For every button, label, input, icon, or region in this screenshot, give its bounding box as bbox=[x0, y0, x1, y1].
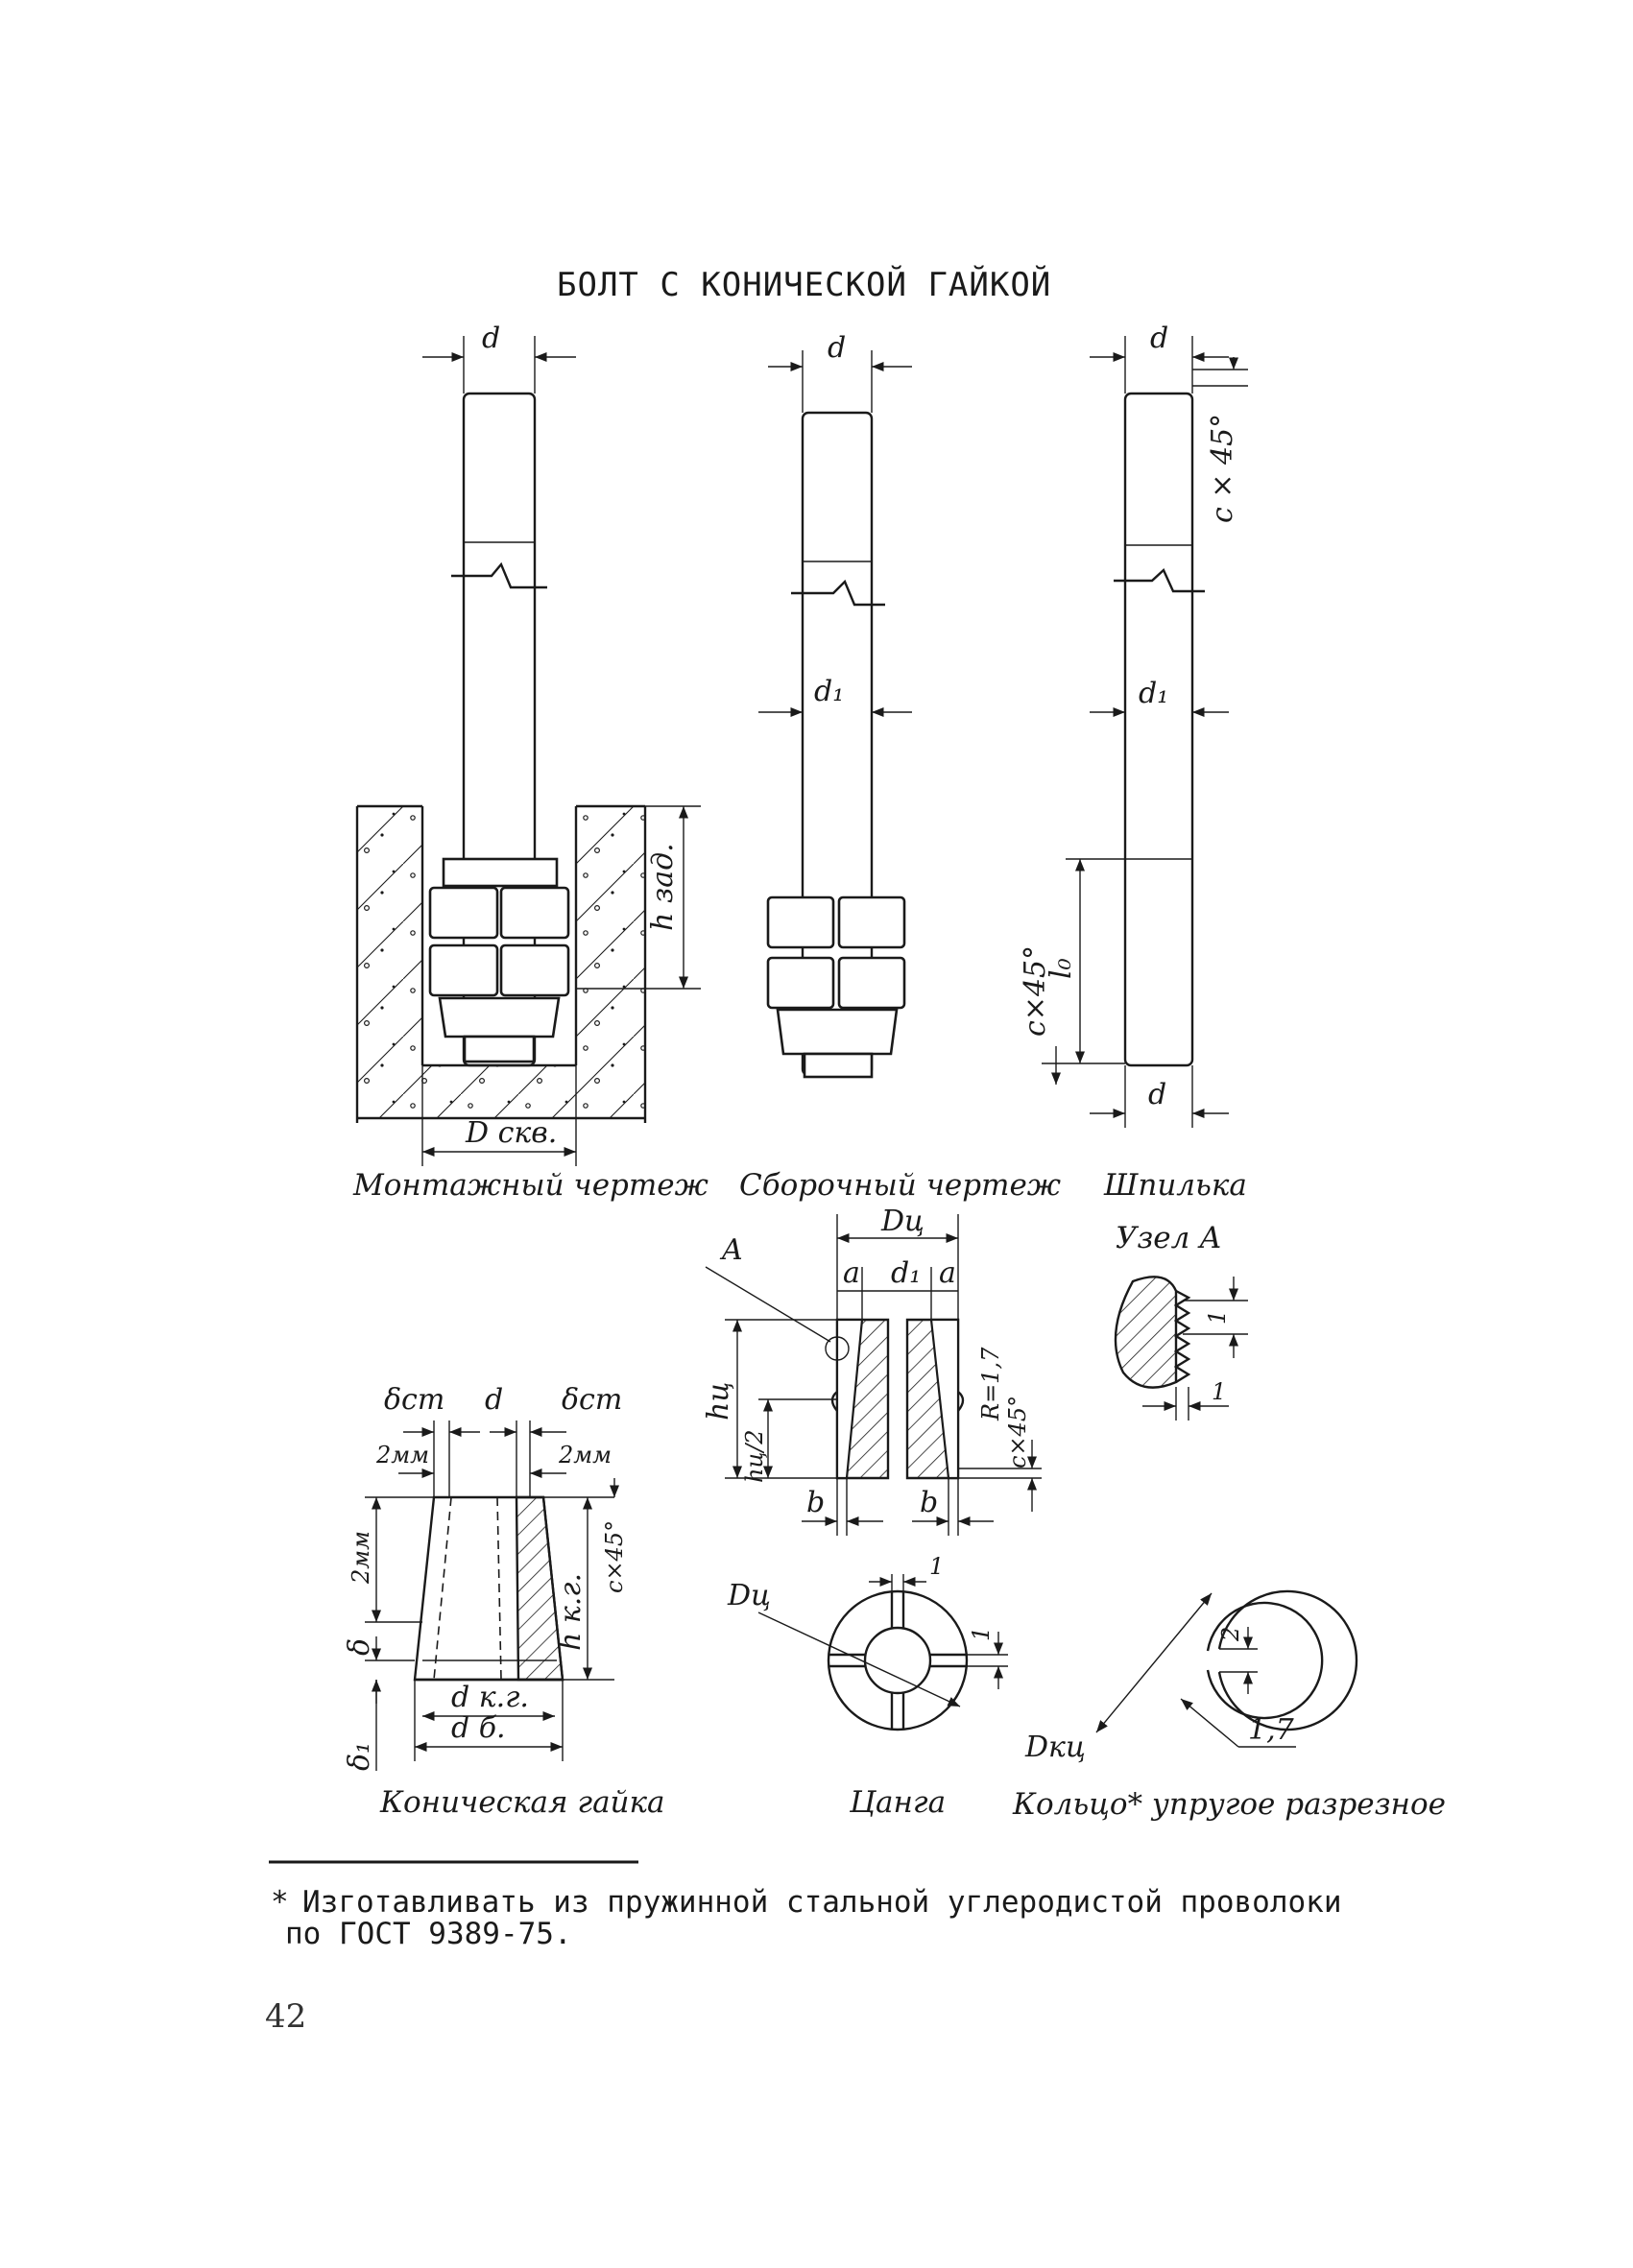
mounting-stud bbox=[451, 392, 547, 1067]
assembly-dim-d: d bbox=[828, 331, 846, 365]
stud-dim-d-bottom: d bbox=[1148, 1078, 1166, 1111]
nut-dim-d: d bbox=[485, 1383, 503, 1417]
collet-plan-caption: Цанга bbox=[849, 1785, 946, 1820]
mounting-dim-h-zad: h зад. bbox=[646, 843, 680, 931]
assembly-drawing: d d₁ Сборочный чертеж bbox=[739, 331, 1061, 1203]
mounting-caption: Монтажный чертеж bbox=[352, 1168, 708, 1203]
collet-label-a: A bbox=[719, 1233, 743, 1267]
node-a-dim-horizontal: 1 bbox=[1212, 1378, 1226, 1405]
nut-dim-d-kg: d к.г. bbox=[451, 1681, 529, 1714]
collet-section: A Dц a d₁ a hц hц/2 R=1,7 c×45° bbox=[702, 1205, 1042, 1536]
stud-drawing: d c × 45° d₁ l₀ c×45° d Шпилька bbox=[1019, 322, 1248, 1203]
nut-dim-2mm-right: 2мм bbox=[558, 1442, 612, 1468]
nut-dim-h-kg: h к.г. bbox=[554, 1573, 588, 1651]
conical-nut-drawing: δст d δст 2мм 2мм 2мм h к.г. c×45° δ δ₁ … bbox=[343, 1383, 665, 1820]
collet-dim-b-right: b bbox=[920, 1486, 938, 1519]
collet-plan-dim-gap-top: 1 bbox=[929, 1553, 944, 1580]
nut-dim-delta-st-left: δст bbox=[384, 1383, 444, 1417]
nut-dim-2mm-left: 2мм bbox=[375, 1442, 429, 1468]
nut-dim-delta: δ bbox=[343, 1638, 376, 1656]
footnote-line-2: по ГОСТ 9389-75. bbox=[285, 1917, 572, 1951]
ring-dim-gap: 2 bbox=[1217, 1627, 1244, 1642]
stud-dim-d-top: d bbox=[1150, 322, 1168, 355]
nut-dim-2mm-vertical: 2мм bbox=[348, 1531, 374, 1585]
assembly-dim-d1: d₁ bbox=[814, 675, 844, 708]
collet-plan-drawing: Dц 1 1 Цанга bbox=[727, 1553, 1008, 1820]
ring-dim-dkc: Dкц bbox=[1024, 1731, 1086, 1764]
footnote-line-1: Изготавливать из пружинной стальной угле… bbox=[302, 1885, 1342, 1920]
assembly-nut-stack bbox=[766, 895, 906, 1079]
collet-plan-dim-gap-side: 1 bbox=[968, 1627, 995, 1641]
nut-dim-delta1: δ₁ bbox=[343, 1742, 376, 1771]
drawing-title: БОЛТ С КОНИЧЕСКОЙ ГАЙКОЙ bbox=[557, 265, 1051, 304]
mounting-dim-d-skv: D скв. bbox=[465, 1116, 557, 1150]
stud-caption: Шпилька bbox=[1103, 1168, 1247, 1203]
collet-dim-radius: R=1,7 bbox=[977, 1347, 1004, 1421]
mounting-dim-d: d bbox=[482, 322, 500, 355]
stud-dim-chamfer-bottom: c×45° bbox=[1019, 945, 1052, 1037]
collet-dim-b-left: b bbox=[806, 1486, 825, 1519]
split-ring-drawing: Dкц 2 1,7 Кольцо* упругое разрезное bbox=[1012, 1589, 1446, 1822]
assembly-caption: Сборочный чертеж bbox=[739, 1168, 1061, 1203]
collet-dim-a-right: a bbox=[939, 1256, 956, 1290]
stud-dim-chamfer-top: c × 45° bbox=[1206, 414, 1239, 523]
stud-dim-l0: l₀ bbox=[1045, 958, 1078, 979]
collet-plan-dim-dc: Dц bbox=[727, 1579, 771, 1612]
nut-dim-chamfer: c×45° bbox=[601, 1520, 628, 1593]
mounting-nut-stack bbox=[428, 857, 570, 1063]
collet-dim-dc: Dц bbox=[880, 1205, 925, 1238]
collet-dim-chamfer: c×45° bbox=[1004, 1396, 1031, 1468]
mounting-drawing: d h зад. D скв. Монтажный чертеж bbox=[352, 322, 708, 1203]
ring-dim-wire: 1,7 bbox=[1248, 1713, 1295, 1747]
collet-dim-a-left: a bbox=[843, 1256, 860, 1290]
footnote-mark: * bbox=[271, 1885, 289, 1920]
nut-caption: Коническая гайка bbox=[379, 1785, 665, 1820]
collet-dim-hc: hц bbox=[702, 1382, 735, 1420]
collet-dim-hc-half: hц/2 bbox=[741, 1429, 768, 1483]
node-a-dim-vertical: 1 bbox=[1204, 1310, 1231, 1325]
nut-dim-d-b: d б. bbox=[451, 1711, 506, 1745]
nut-dim-delta-st-right: δст bbox=[562, 1383, 622, 1417]
stud-dim-d1: d₁ bbox=[1139, 677, 1168, 710]
node-a-caption: Узел А bbox=[1116, 1221, 1222, 1255]
page-number: 42 bbox=[265, 1997, 306, 2036]
collet-dim-d1: d₁ bbox=[891, 1256, 921, 1290]
ring-caption: Кольцо* упругое разрезное bbox=[1012, 1787, 1446, 1822]
node-a-detail: Узел А 1 1 bbox=[1114, 1221, 1248, 1420]
